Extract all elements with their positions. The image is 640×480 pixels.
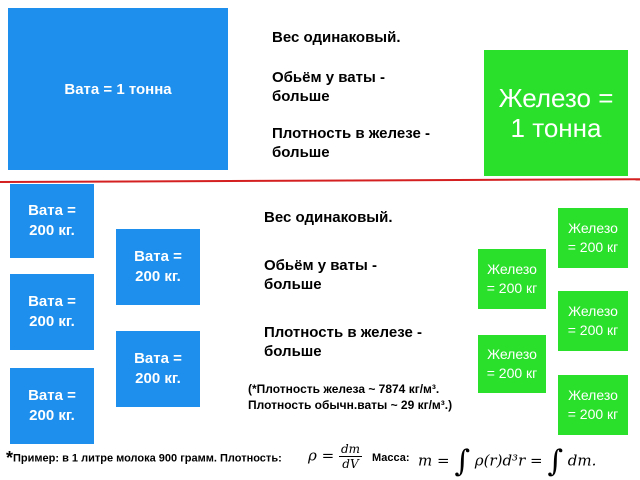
- iron-one-ton-box: Железо = 1 тонна: [484, 50, 628, 176]
- top-volume-text: Обьём у ваты - больше: [272, 69, 385, 105]
- mass-formula: m = ∫ ρ(r)d³r = ∫ dm.: [418, 444, 597, 479]
- cotton-one-ton-box: Вата = 1 тонна: [8, 8, 228, 170]
- integral-icon: ∫: [454, 444, 470, 479]
- mass-label: Масса:: [372, 452, 410, 464]
- cotton-200kg-box: Вата =200 кг.: [10, 368, 94, 444]
- fraction-numerator: dm: [338, 442, 362, 457]
- footer-example: *Пример: в 1 литре молока 900 грамм. Пло…: [6, 448, 282, 469]
- footnote-asterisk: *: [6, 448, 14, 468]
- top-weight-text: Вес одинаковый.: [272, 29, 401, 46]
- bottom-density-text: Плотность в железе - больше: [264, 324, 422, 360]
- integral-icon: ∫: [547, 444, 564, 479]
- density-note: (*Плотность железа ~ 7874 кг/м³. Плотнос…: [248, 382, 453, 412]
- section-divider: [0, 178, 640, 183]
- cotton-200kg-box: Вата =200 кг.: [10, 274, 94, 350]
- bottom-volume-text: Обьём у ваты - больше: [264, 257, 377, 293]
- cotton-one-ton-label: Вата = 1 тонна: [64, 80, 172, 98]
- example-text: Пример: в 1 литре молока 900 грамм. Плот…: [13, 452, 282, 465]
- cotton-200kg-box: Вата =200 кг.: [116, 229, 200, 305]
- fraction-denominator: dV: [342, 457, 359, 471]
- iron-200kg-box: Железо= 200 кг: [478, 249, 546, 309]
- density-formula: ρ = dm dV: [308, 442, 362, 471]
- iron-200kg-box: Железо= 200 кг: [558, 375, 628, 435]
- top-density-text: Плотность в железе - больше: [272, 125, 430, 161]
- iron-200kg-box: Железо= 200 кг: [558, 291, 628, 351]
- iron-200kg-box: Железо= 200 кг: [478, 335, 546, 393]
- cotton-200kg-box: Вата =200 кг.: [10, 184, 94, 258]
- bottom-weight-text: Вес одинаковый.: [264, 209, 393, 226]
- cotton-200kg-box: Вата =200 кг.: [116, 331, 200, 407]
- iron-200kg-box: Железо= 200 кг: [558, 208, 628, 268]
